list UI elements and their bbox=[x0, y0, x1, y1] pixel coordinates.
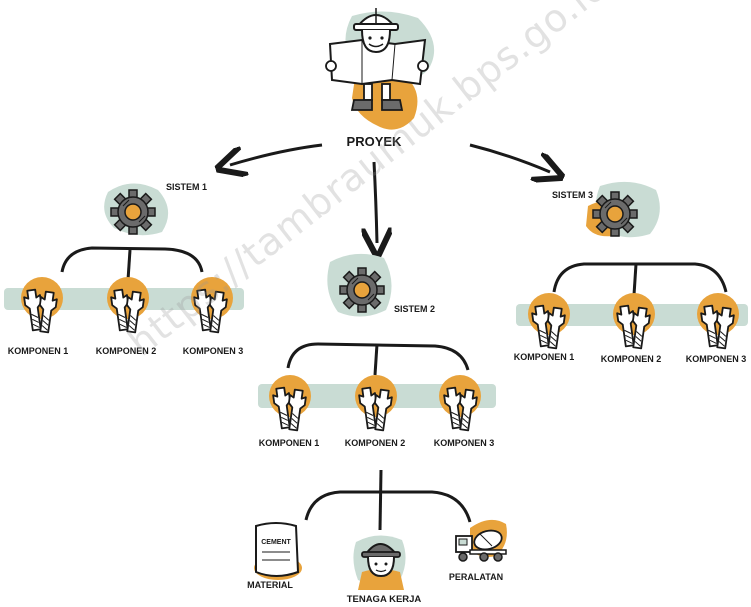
cement-mixer-truck-icon bbox=[455, 529, 507, 562]
arrow-to-system-3 bbox=[469, 143, 550, 172]
system-3-component-2-label: KOMPONEN 2 bbox=[601, 354, 662, 364]
system-1-tree bbox=[60, 246, 204, 281]
system-3-component-3-label: KOMPONEN 3 bbox=[686, 354, 747, 364]
system-2-component-2-label: KOMPONEN 2 bbox=[345, 438, 406, 448]
resources-tree bbox=[304, 469, 472, 531]
system-2-component-1-label: KOMPONEN 1 bbox=[259, 438, 320, 448]
worker-icon bbox=[361, 543, 401, 578]
cement-bag-icon: CEMENT bbox=[255, 522, 300, 577]
system-1-component-1-label: KOMPONEN 1 bbox=[8, 346, 69, 356]
gear-icon bbox=[339, 267, 385, 313]
system-2-components bbox=[269, 375, 481, 431]
project-node bbox=[325, 8, 435, 130]
material-label: MATERIAL bbox=[247, 580, 293, 590]
system-2-component-3-label: KOMPONEN 3 bbox=[434, 438, 495, 448]
cement-bag-text: CEMENT bbox=[261, 539, 291, 546]
system-1-label: SISTEM 1 bbox=[166, 182, 207, 192]
system-3-tree bbox=[552, 262, 728, 296]
system-3-label: SISTEM 3 bbox=[552, 190, 593, 200]
system-3-component-1-label: KOMPONEN 1 bbox=[514, 352, 575, 362]
system-1-component-2-label: KOMPONEN 2 bbox=[96, 346, 157, 356]
system-2-node bbox=[327, 253, 392, 317]
material-node: CEMENT bbox=[254, 522, 302, 580]
engineer-icon bbox=[325, 8, 429, 111]
system-3-components bbox=[528, 293, 739, 349]
system-2-label: SISTEM 2 bbox=[394, 304, 435, 314]
equipment-node bbox=[455, 519, 507, 562]
system-2-tree bbox=[286, 342, 470, 376]
labor-node bbox=[353, 535, 406, 590]
project-label: PROYEK bbox=[347, 134, 403, 149]
system-1-node bbox=[104, 183, 169, 236]
system-1-components bbox=[21, 277, 233, 333]
gear-icon bbox=[110, 189, 156, 235]
gear-icon bbox=[592, 191, 638, 237]
system-1-component-3-label: KOMPONEN 3 bbox=[183, 346, 244, 356]
system-3-node bbox=[586, 181, 660, 238]
arrow-to-system-1 bbox=[230, 143, 323, 165]
labor-label: TENAGA KERJA bbox=[347, 594, 422, 605]
equipment-label: PERALATAN bbox=[449, 572, 503, 582]
arrow-to-system-2 bbox=[374, 161, 377, 243]
